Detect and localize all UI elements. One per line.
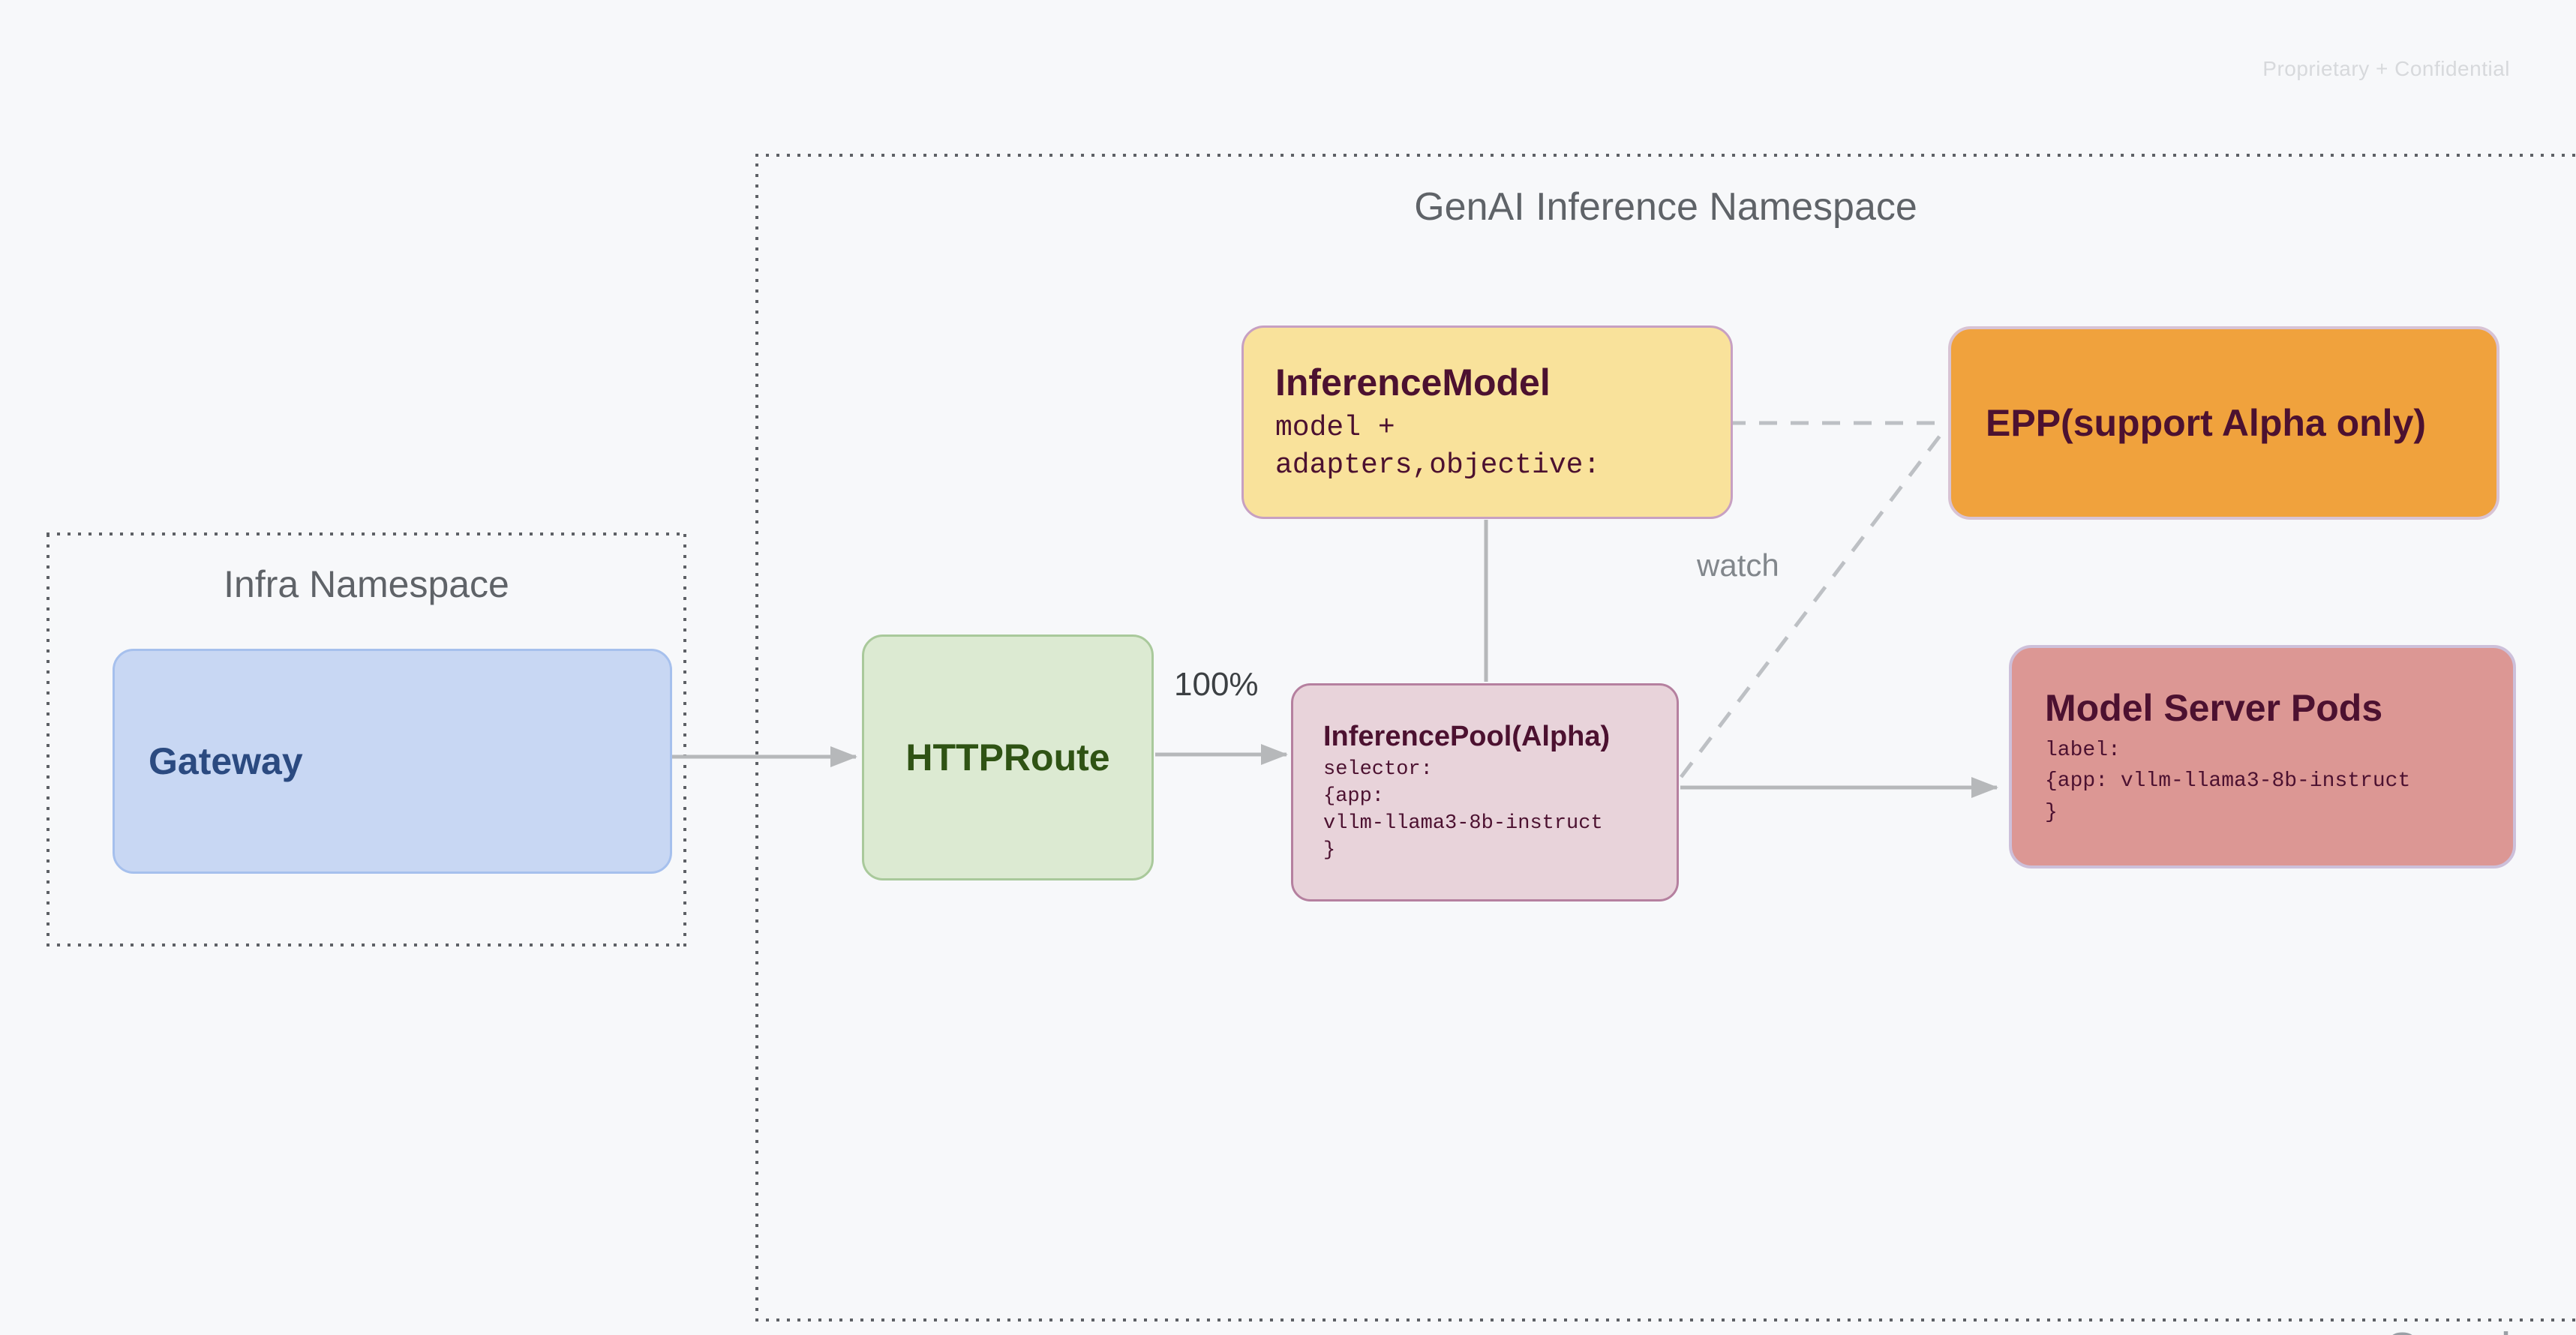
confidentiality-watermark: Proprietary + Confidential [2262,57,2510,80]
gateway-title: Gateway [149,740,303,782]
httproute-node: HTTPRoute [862,634,1154,880]
route-weight-label: 100% [1174,666,1259,703]
inference-pool-node: InferencePool(Alpha) selector: {app: vll… [1291,683,1679,902]
inference-model-title: InferenceModel [1275,361,1551,404]
inference-model-node: InferenceModel model + adapters,objectiv… [1241,326,1733,519]
inference-pool-title: InferencePool(Alpha) [1323,720,1611,752]
watch-label: watch [1697,548,1779,583]
infra-namespace-title: Infra Namespace [224,563,509,605]
model-server-pods-label: label: {app: vllm-llama3-8b-instruct } [2045,739,2411,824]
inference-model-spec: model + adapters,objective: [1275,411,1601,482]
epp-title: EPP(support Alpha only) [1986,402,2427,444]
httproute-title: HTTPRoute [905,736,1110,778]
genai-inference-namespace-title: GenAI Inference Namespace [1414,185,1917,229]
epp-node: EPP(support Alpha only) [1948,326,2499,520]
inference-pool-selector: selector: {app: vllm-llama3-8b-instruct … [1323,758,1603,862]
model-server-pods-node: Model Server Pods label: {app: vllm-llam… [2009,645,2516,868]
google-logo: Google [2384,1323,2538,1335]
model-server-pods-title: Model Server Pods [2045,687,2383,730]
gateway-node: Gateway [113,649,672,874]
